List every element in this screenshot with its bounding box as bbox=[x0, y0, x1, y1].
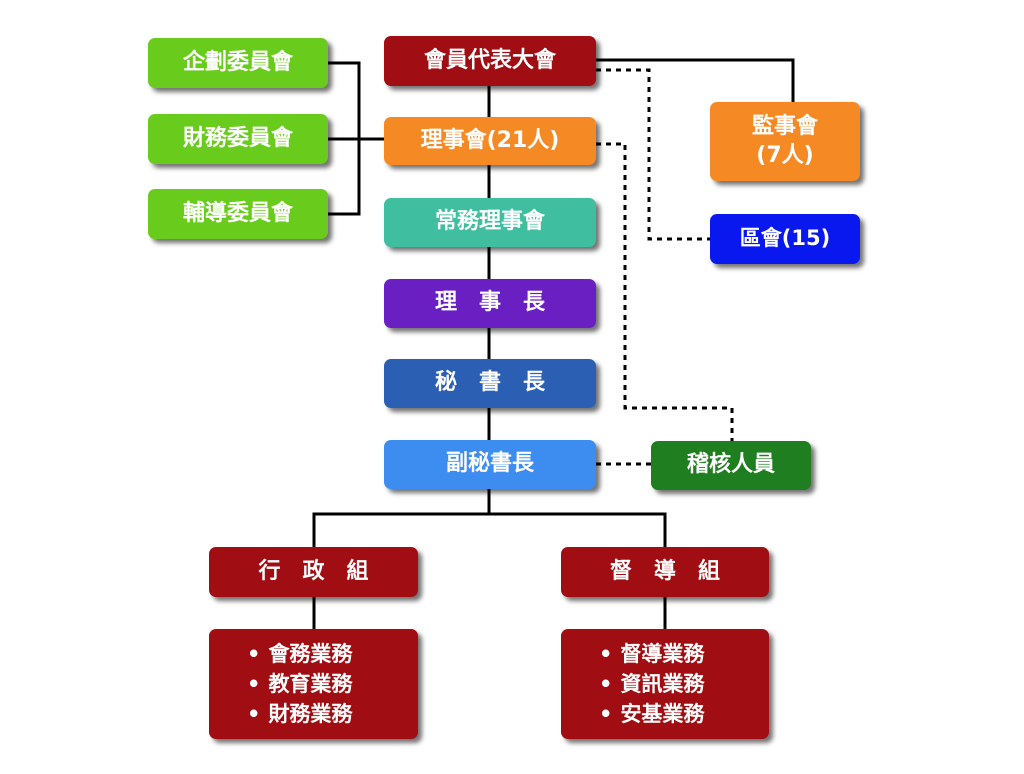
supervision-duties-box: 督導業務 資訊業務 安基業務 bbox=[561, 629, 769, 739]
supervisors-box: 監事會 (7人) bbox=[710, 102, 860, 181]
board-of-directors-box: 理事會(21人) bbox=[384, 117, 596, 165]
planning-committee-box: 企劃委員會 bbox=[148, 38, 328, 88]
secretary-general-box: 秘 書 長 bbox=[384, 359, 596, 408]
list-item: 督導業務 bbox=[599, 639, 704, 669]
list-item: 會務業務 bbox=[247, 639, 352, 669]
district-box: 區會(15) bbox=[710, 214, 860, 264]
auditor-box: 稽核人員 bbox=[651, 441, 811, 490]
supervision-group-box: 督 導 組 bbox=[561, 547, 769, 597]
finance-committee-box: 財務委員會 bbox=[148, 114, 328, 164]
standing-directors-box: 常務理事會 bbox=[384, 198, 596, 247]
list-item: 教育業務 bbox=[247, 669, 352, 699]
deputy-secretary-box: 副秘書長 bbox=[384, 440, 596, 489]
list-item: 安基業務 bbox=[599, 699, 704, 729]
member-assembly-box: 會員代表大會 bbox=[384, 36, 596, 86]
supervisors-title: 監事會 bbox=[751, 113, 818, 139]
chairman-box: 理 事 長 bbox=[384, 279, 596, 328]
admin-group-box: 行 政 組 bbox=[209, 547, 418, 597]
list-item: 財務業務 bbox=[247, 699, 352, 729]
admin-duties-box: 會務業務 教育業務 財務業務 bbox=[209, 629, 418, 739]
guidance-committee-box: 輔導委員會 bbox=[148, 189, 328, 239]
list-item: 資訊業務 bbox=[599, 669, 704, 699]
supervisors-count: (7人) bbox=[756, 142, 814, 168]
